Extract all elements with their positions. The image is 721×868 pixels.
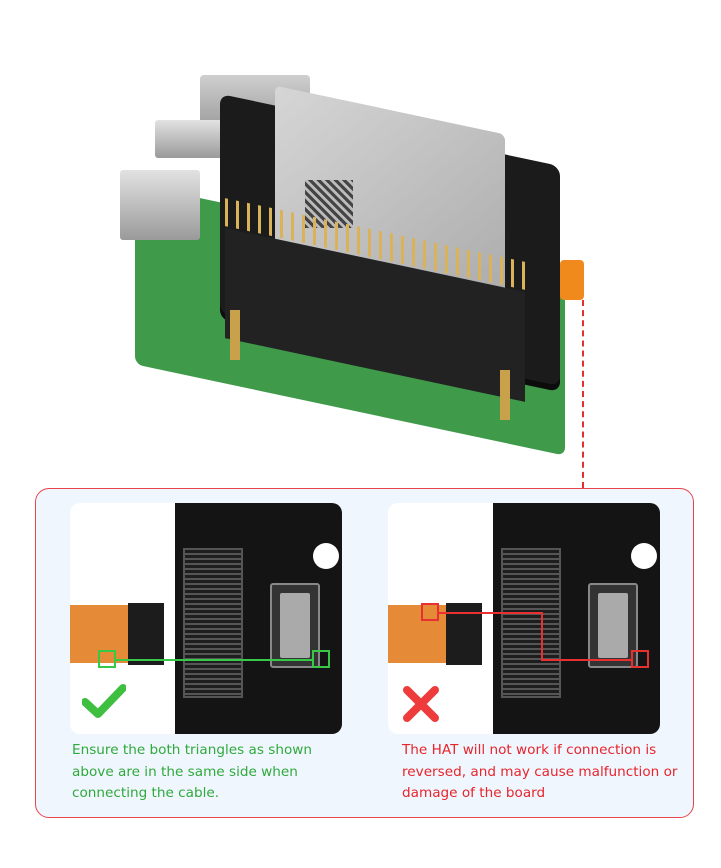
mount-hole <box>631 543 657 569</box>
marker-line <box>439 612 542 614</box>
marker-line <box>541 659 631 661</box>
triangle-marker <box>631 650 649 668</box>
incorrect-connection-photo <box>388 503 660 734</box>
pcb <box>175 503 342 734</box>
fpc-connector <box>588 583 638 668</box>
product-photo <box>100 70 620 456</box>
ribbon-cable <box>70 605 130 663</box>
fpc-connector <box>270 583 320 668</box>
standoff <box>230 310 240 360</box>
triangle-marker <box>312 650 330 668</box>
camera-cable <box>560 260 584 300</box>
incorrect-caption: The HAT will not work if connection is r… <box>402 742 678 801</box>
cross-icon <box>403 686 439 722</box>
pcb <box>493 503 660 734</box>
usb-port <box>120 170 200 240</box>
triangle-marker <box>421 603 439 621</box>
check-icon <box>82 684 126 718</box>
mount-hole <box>313 543 339 569</box>
triangle-marker <box>98 650 116 668</box>
correct-connection-photo <box>70 503 342 734</box>
correct-caption: Ensure the both triangles as shown above… <box>72 742 313 801</box>
callout-line <box>582 300 584 488</box>
cable-stiffener <box>128 603 164 665</box>
marker-line <box>116 659 312 661</box>
m2-connector <box>183 548 243 698</box>
m2-connector <box>501 548 561 698</box>
standoff <box>500 370 510 420</box>
marker-line <box>541 612 543 660</box>
